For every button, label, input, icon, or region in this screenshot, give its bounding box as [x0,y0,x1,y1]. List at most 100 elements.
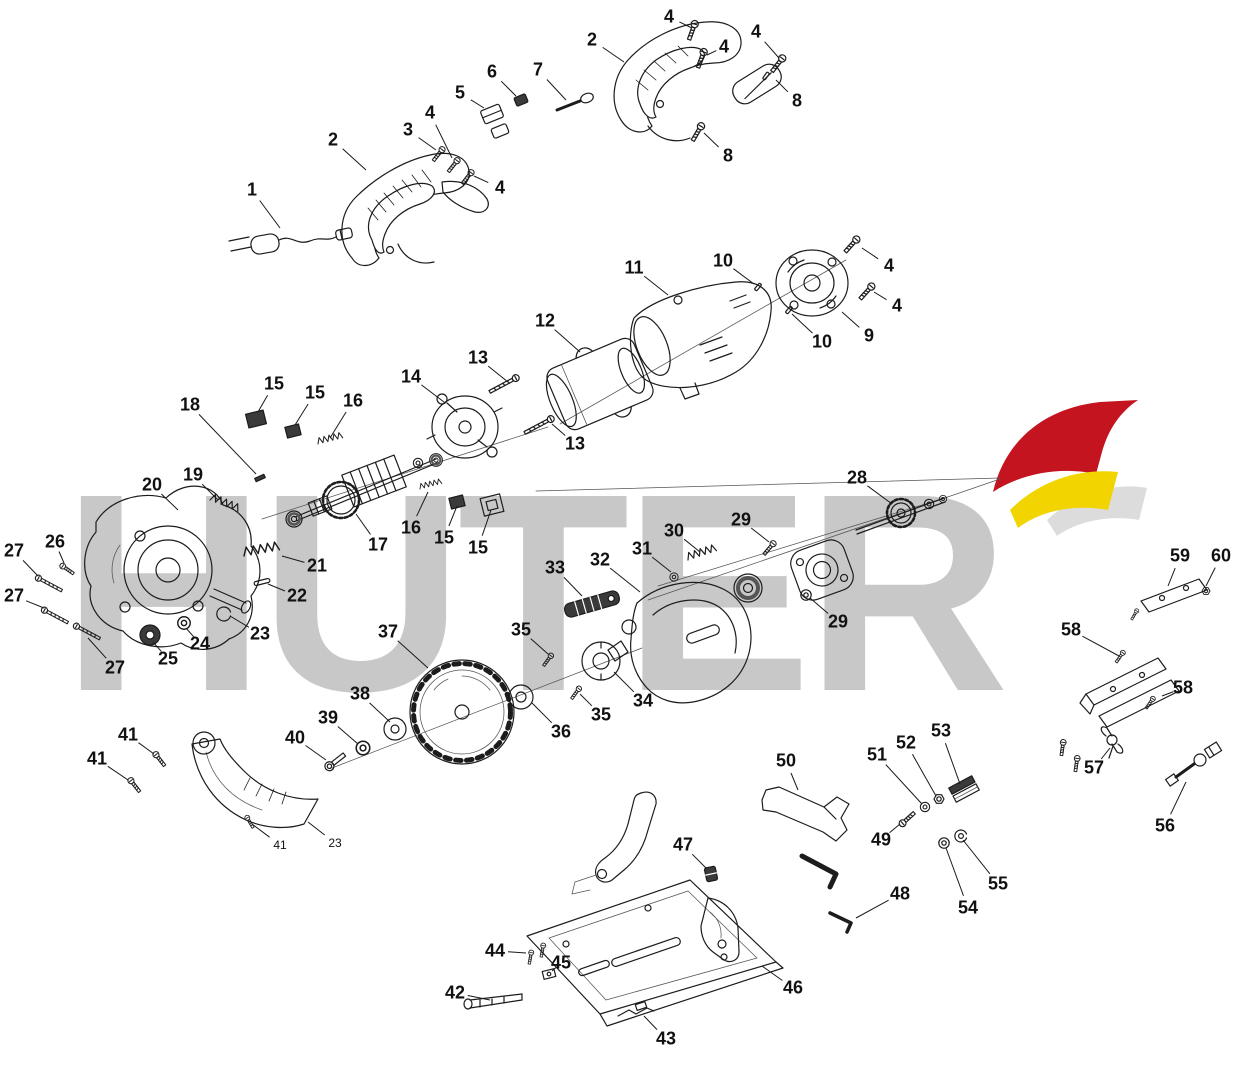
leader-line [889,823,901,834]
part-label-60: 60 [1210,545,1232,566]
part-label-18: 18 [179,394,201,415]
leader-line [305,745,327,761]
part-label-4: 4 [494,177,506,198]
part-label-9: 9 [863,325,875,346]
leader-line [416,491,429,517]
part-label-41: 41 [273,838,287,852]
leader-line [22,560,39,577]
leader-line [885,764,923,805]
part-label-37: 37 [377,621,399,642]
leader-line [500,80,517,97]
bolt-42 [463,993,523,1010]
part-label-52: 52 [895,732,917,753]
leader-line [531,702,553,724]
part-label-8: 8 [791,90,803,111]
gear-housing [84,485,261,650]
leader-line [198,414,257,475]
outer-flange [383,717,407,741]
part-label-55: 55 [987,873,1009,894]
logo-gray-band [1047,486,1147,536]
part-label-54: 54 [957,897,979,918]
leader-line [1170,781,1187,815]
part-label-6: 6 [486,61,498,82]
leader-line [609,567,641,593]
leader-line [643,1015,658,1030]
leader-line [307,821,326,836]
part-label-23: 23 [328,836,342,850]
leader-line [651,556,672,573]
leader-line [1100,747,1111,760]
pivot-bracket [700,897,740,963]
leader-line [546,79,567,101]
part-label-53: 53 [930,720,952,741]
leader-line [138,742,155,755]
part-label-19: 19 [182,464,204,485]
part-label-3: 3 [402,119,414,140]
leader-line [329,411,347,439]
leader-line [25,600,45,609]
handle-housing-right [613,18,788,143]
pin-18 [254,473,266,483]
part-label-15: 15 [263,373,285,394]
bearing-plate [790,539,854,601]
leader-line [691,853,707,869]
bearing-cap [775,249,849,317]
knob [1165,753,1207,787]
leader-line [294,403,309,426]
leader-line [579,693,593,707]
part-label-44: 44 [484,940,506,961]
part-label-7: 7 [532,59,544,80]
part-label-15: 15 [433,527,455,548]
part-label-39: 39 [317,707,339,728]
part-label-38: 38 [349,683,371,704]
part-label-59: 59 [1169,545,1191,566]
leader-line [962,839,991,875]
part-label-13: 13 [467,347,489,368]
rip-fence [1058,578,1223,787]
part-label-28: 28 [846,467,868,488]
part-label-27: 27 [104,657,126,678]
part-label-21: 21 [306,555,328,576]
leader-line [944,743,961,785]
roller [139,624,161,646]
part-label-15: 15 [467,537,489,558]
part-label-32: 32 [589,549,611,570]
leader-line [58,551,65,564]
leader-line [1167,567,1176,587]
part-label-4: 4 [750,21,762,42]
leader-line [152,641,162,652]
leader-line [679,21,693,29]
part-label-43: 43 [655,1028,677,1049]
logo-red-band [993,400,1138,492]
part-label-24: 24 [189,633,211,654]
wrench [761,786,850,842]
leader-line [1082,635,1120,657]
leader-line [507,951,527,954]
leader-line [613,671,635,693]
part-label-50: 50 [775,750,797,771]
guard-lever [563,590,621,618]
leader-line [873,291,887,301]
part-label-4: 4 [891,295,903,316]
wing-bolt [1100,726,1124,759]
part-label-8: 8 [722,145,734,166]
leader-line [1161,691,1174,697]
part-label-49: 49 [870,829,892,850]
leader-line [418,137,437,151]
part-label-4: 4 [718,36,730,57]
part-label-20: 20 [141,474,163,495]
leader-line [487,365,509,383]
part-label-48: 48 [889,883,911,904]
lever-47 [703,865,719,883]
leader-line [775,79,789,93]
spindle-gear [855,494,948,535]
part-label-10: 10 [811,331,833,352]
lower-guard [191,731,319,829]
brush-parts-upper [244,409,344,445]
leader-line [554,329,581,353]
circlip [216,606,232,622]
part-label-13: 13 [564,433,586,454]
leader-line [355,513,371,535]
leader-line [809,597,829,614]
